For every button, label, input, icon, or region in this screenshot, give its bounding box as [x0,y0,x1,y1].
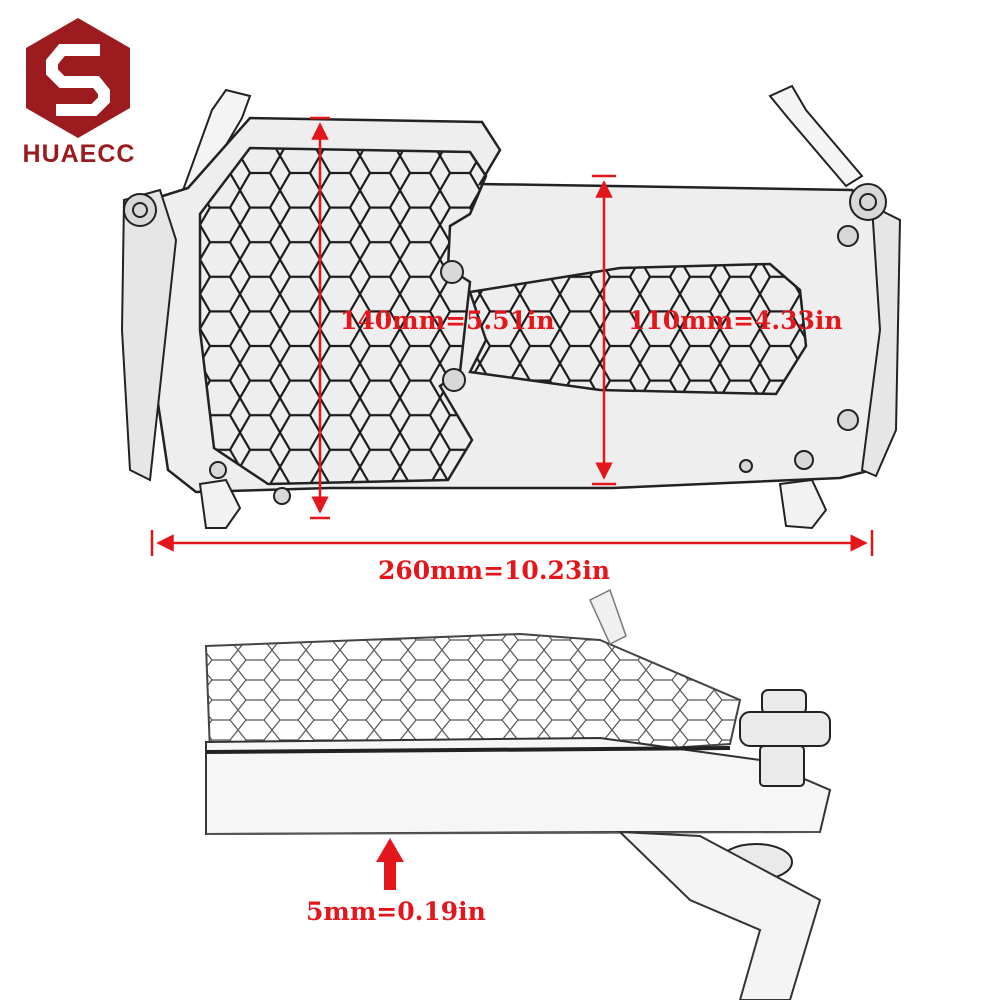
width-label: 260mm=10.23in [378,556,610,585]
thickness-label: 5mm=0.19in [306,897,486,926]
guard-front-view [120,84,902,530]
height-right-label: 110mm=4.33in [628,306,843,335]
brand-logo [26,18,130,138]
height-left-label: 140mm=5.51in [340,306,555,335]
guard-side-view [204,588,832,1000]
brand-name: HUAECC [22,140,136,168]
thickness-arrow [376,838,404,890]
dimension-lines [150,116,874,556]
